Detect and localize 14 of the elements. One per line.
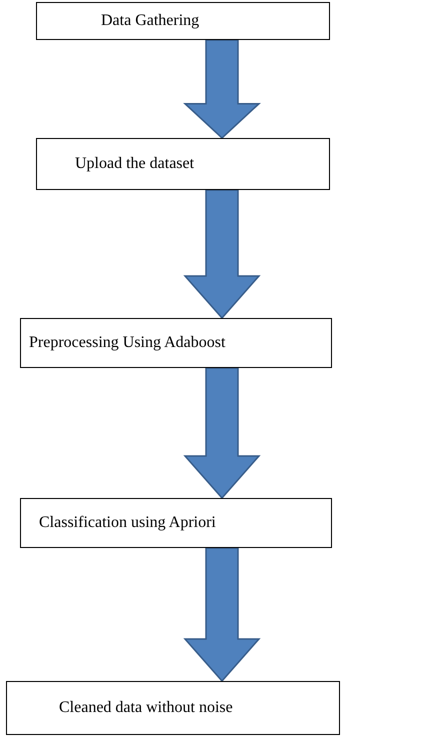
step-label: Cleaned data without noise	[59, 699, 233, 717]
process-box	[20, 318, 332, 368]
block-arrow	[183, 39, 261, 140]
step-label: Preprocessing Using Adaboost	[29, 334, 226, 352]
block-arrow	[183, 367, 261, 500]
block-arrow	[183, 189, 261, 320]
block-arrow	[183, 547, 261, 682]
process-box	[36, 138, 330, 190]
step-label: Data Gathering	[101, 12, 200, 30]
process-box	[36, 2, 330, 40]
process-box	[20, 498, 332, 548]
process-box	[6, 681, 340, 735]
step-label: Classification using Apriori	[39, 514, 216, 532]
step-label: Upload the dataset	[75, 155, 194, 173]
